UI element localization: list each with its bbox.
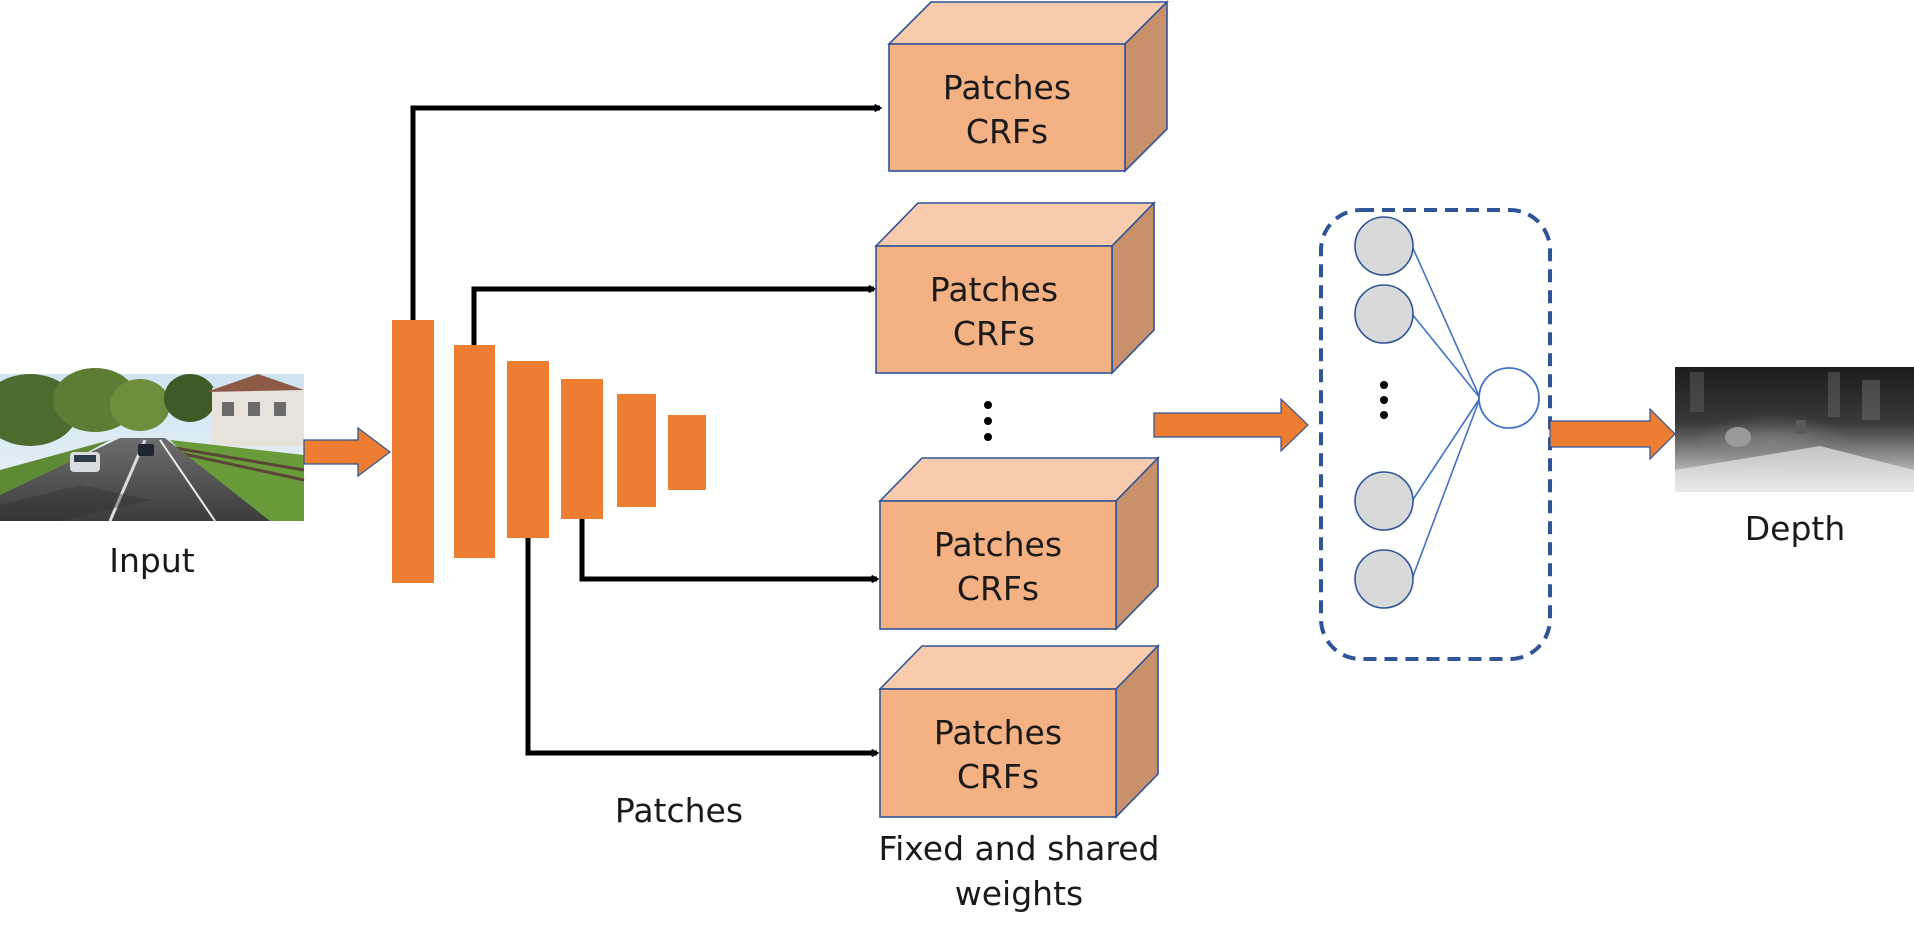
input-neuron-2	[1354, 284, 1414, 344]
crf-box-1-line1: Patches	[943, 68, 1071, 107]
input-arrow	[303, 426, 391, 478]
input-neuron-3	[1354, 471, 1414, 531]
shared-weights-caption-line1: Fixed and shared	[879, 829, 1160, 868]
skip-connections	[410, 108, 880, 753]
crf-box-4-line1: Patches	[934, 713, 1062, 752]
skip-connection-2	[471, 289, 874, 345]
encoder-stage-5	[617, 394, 656, 507]
crf-box-2: Patches CRFs	[874, 201, 1156, 375]
fusion-network	[1319, 208, 1552, 661]
crf-box-2-line2: CRFs	[953, 314, 1035, 353]
encoder-stage-2	[454, 345, 495, 558]
crf-box-1: Patches CRFs	[887, 0, 1169, 173]
crf-to-network-arrow	[1153, 397, 1309, 453]
shared-weights-caption-line2: weights	[955, 874, 1083, 913]
crf-box-3: Patches CRFs	[878, 456, 1160, 631]
skip-connection-3	[579, 519, 877, 579]
crf-box-1-line2: CRFs	[966, 112, 1048, 151]
input-neuron-4	[1354, 549, 1414, 609]
depth-label: Depth	[1745, 509, 1846, 548]
crf-box-4-line2: CRFs	[957, 757, 1039, 796]
patches-label: Patches	[615, 791, 743, 830]
skip-connection-1	[410, 108, 880, 320]
encoder-stage-3	[507, 361, 549, 538]
input-neuron-1	[1354, 216, 1414, 276]
crf-box-3-line1: Patches	[934, 525, 1062, 564]
network-to-depth-arrow	[1549, 407, 1676, 461]
crf-ellipsis	[984, 401, 992, 441]
encoder-pyramid	[392, 320, 706, 583]
crf-box-4: Patches CRFs	[878, 644, 1160, 819]
skip-connection-4	[525, 538, 877, 753]
encoder-stage-6	[668, 415, 706, 490]
encoder-stage-4	[561, 379, 603, 519]
output-neuron	[1478, 367, 1540, 429]
crf-box-2-line1: Patches	[930, 270, 1058, 309]
fusion-network-border	[1319, 208, 1552, 661]
crf-box-3-line2: CRFs	[957, 569, 1039, 608]
input-image	[0, 368, 305, 522]
neuron-ellipsis	[1380, 381, 1388, 419]
input-label: Input	[109, 541, 195, 580]
depth-image	[1675, 367, 1914, 492]
encoder-stage-1	[392, 320, 434, 583]
